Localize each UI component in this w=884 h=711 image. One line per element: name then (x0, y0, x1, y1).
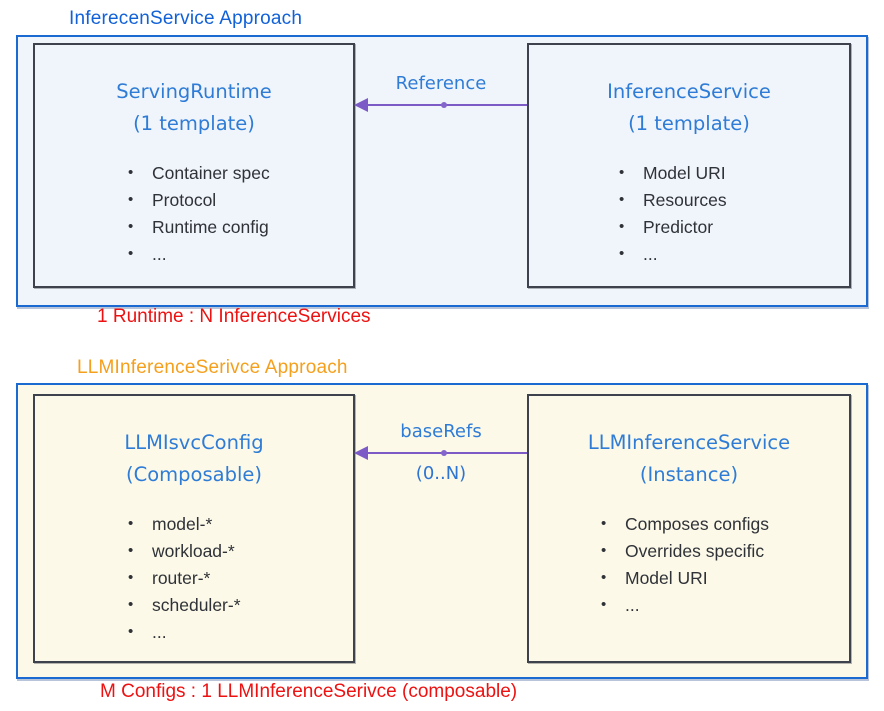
inference-service-box: InferenceService (1 template) Model URI … (527, 43, 851, 288)
list-item: ... (128, 618, 353, 646)
list-item: Overrides specific (601, 537, 849, 565)
llm-isvc-config-heading: LLMIsvcConfig (Composable) (35, 427, 353, 491)
section2-container: LLMIsvcConfig (Composable) model-* workl… (16, 383, 868, 679)
list-item: Predictor (619, 213, 849, 241)
arrow-midpoint-dot (441, 450, 447, 456)
box-title: ServingRuntime (116, 80, 272, 103)
arrow-label: baseRefs (400, 421, 482, 442)
baserefs-arrow: baseRefs (0..N) (354, 421, 527, 513)
section2-title: LLMInferenceSerivce Approach (77, 357, 348, 378)
serving-runtime-heading: ServingRuntime (1 template) (35, 76, 353, 140)
serving-runtime-list: Container spec Protocol Runtime config .… (35, 159, 353, 268)
section1-title: InferecenService Approach (69, 8, 303, 29)
arrow-sublabel: (0..N) (415, 463, 467, 484)
list-item: Container spec (128, 159, 353, 187)
list-item: Protocol (128, 186, 353, 214)
list-item: router-* (128, 564, 353, 592)
inference-service-heading: InferenceService (1 template) (529, 76, 849, 140)
arrowhead-left-icon (354, 446, 368, 460)
box-subtitle: (Composable) (126, 463, 262, 486)
arrow-midpoint-dot (441, 102, 447, 108)
llm-isvc-config-box: LLMIsvcConfig (Composable) model-* workl… (33, 394, 355, 663)
llm-inference-service-heading: LLMInferenceService (Instance) (529, 427, 849, 491)
arrow-label: Reference (395, 73, 487, 94)
arrowhead-left-icon (354, 98, 368, 112)
llm-isvc-config-list: model-* workload-* router-* scheduler-* … (35, 510, 353, 646)
list-item: ... (619, 240, 849, 268)
inference-service-list: Model URI Resources Predictor ... (529, 159, 849, 268)
list-item: model-* (128, 510, 353, 538)
list-item: ... (601, 591, 849, 619)
box-subtitle: (1 template) (133, 112, 255, 135)
list-item: scheduler-* (128, 591, 353, 619)
serving-runtime-box: ServingRuntime (1 template) Container sp… (33, 43, 355, 288)
llm-inference-service-box: LLMInferenceService (Instance) Composes … (527, 394, 851, 663)
llm-inference-service-list: Composes configs Overrides specific Mode… (529, 510, 849, 619)
box-title: InferenceService (607, 80, 771, 103)
list-item: Runtime config (128, 213, 353, 241)
reference-arrow: Reference (354, 73, 527, 165)
list-item: Model URI (619, 159, 849, 187)
box-title: LLMIsvcConfig (124, 431, 264, 454)
list-item: Composes configs (601, 510, 849, 538)
list-item: ... (128, 240, 353, 268)
list-item: Model URI (601, 564, 849, 592)
list-item: workload-* (128, 537, 353, 565)
list-item: Resources (619, 186, 849, 214)
box-subtitle: (Instance) (639, 463, 739, 486)
section1-container: ServingRuntime (1 template) Container sp… (16, 35, 868, 307)
section1-caption: 1 Runtime : N InferenceServices (97, 306, 371, 327)
section2-caption: M Configs : 1 LLMInferenceSerivce (compo… (100, 681, 518, 702)
box-title: LLMInferenceService (587, 431, 791, 454)
box-subtitle: (1 template) (628, 112, 750, 135)
